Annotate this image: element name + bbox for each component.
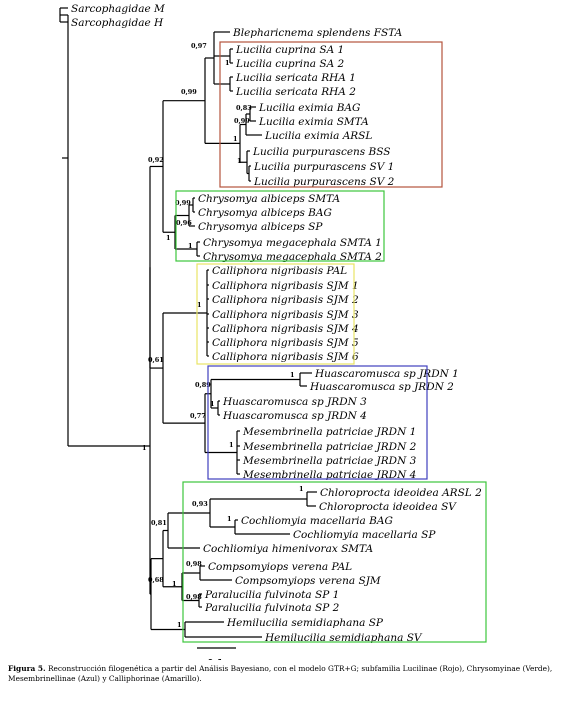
support-value-n_compso_paral: 1 — [172, 580, 177, 588]
leaf-label-cma2: Cochliomyia macellaria SP — [293, 529, 436, 541]
support-value-n_lucilia_all: 0,99 — [181, 88, 197, 96]
support-value-n_chloroprocta: 1 — [299, 485, 304, 493]
leaf-label-mp1: Mesembrinella patriciae JRDN 1 — [242, 426, 416, 438]
support-value-n_chrysomyinae_b: 0,68 — [148, 576, 164, 584]
support-value-n_megacephala: 1 — [188, 242, 193, 250]
leaf-label-lp1: Lucilia purpurascens BSS — [252, 146, 390, 158]
caption-text: Reconstrucción filogenética a partir del… — [8, 664, 553, 683]
support-value-n_huasc: 0,89 — [195, 381, 211, 389]
leaf-label-sm: Sarcophagidae M — [71, 3, 165, 15]
support-value-n_cuprina: 1 — [225, 59, 230, 67]
scale-bar-label: 0.1 — [207, 658, 224, 660]
leaf-label-cn1: Calliphora nigribasis SJM 1 — [212, 280, 359, 292]
support-value-n_chrysomyinae_a: 0,81 — [151, 519, 167, 527]
figure-caption: Figura 5. Reconstrucción filogenética a … — [8, 664, 574, 684]
leaf-label-pf2: Paralucilia fulvinota SP 2 — [204, 602, 340, 614]
support-value-n_eximia: 0,99 — [234, 117, 250, 125]
leaf-label-mp2: Mesembrinella patriciae JRDN 2 — [242, 441, 417, 453]
leaf-label-ca3: Chrysomya albiceps SP — [198, 221, 323, 233]
support-value-n_root: 1 — [142, 444, 147, 452]
support-value-n_mesembrinella: 1 — [229, 441, 234, 449]
support-value-n_cochliomyia: 1 — [227, 515, 232, 523]
support-value-n_eximia_purp: 1 — [233, 135, 238, 143]
leaf-label-hs2: Hemilucilia semidiaphana SV — [264, 632, 423, 644]
leaf-label-lp2: Lucilia purpurascens SV 1 — [253, 161, 394, 173]
leaf-label-hs1: Hemilucilia semidiaphana SP — [226, 617, 384, 629]
support-value-n_purp: 1 — [237, 157, 242, 165]
leaf-label-lc1: Lucilia cuprina SA 1 — [235, 44, 344, 56]
support-value-n_huasc_bottom: 1 — [210, 400, 215, 408]
support-value-n_eximia_top: 0,83 — [236, 104, 252, 112]
leaf-label-chv: Cochliomiya himenivorax SMTA — [203, 543, 373, 555]
leaf-label-cv2: Compsomyiops verena SJM — [235, 575, 381, 587]
leaf-label-bs: Blepharicnema splendens FSTA — [232, 27, 403, 39]
caption-label: Figura 5. — [8, 664, 46, 673]
leaf-label-mp4: Mesembrinella patriciae JRDN 4 — [242, 469, 416, 481]
leaf-label-cm1: Chrysomya megacephala SMTA 1 — [203, 237, 382, 249]
support-value-n_albiceps_in: 0,99 — [175, 199, 191, 207]
leaf-label-lc2: Lucilia cuprina SA 2 — [235, 58, 345, 70]
group-box-calliphorinae-2 — [196, 263, 355, 365]
support-value-n_hemilucilia: 1 — [177, 621, 182, 629]
support-value-n_paralucilia: 0,98 — [186, 593, 202, 601]
leaf-label-hu3: Huascaromusca sp JRDN 3 — [222, 396, 367, 408]
leaf-label-cn5: Calliphora nigribasis SJM 5 — [212, 337, 359, 349]
group-box-chrysomyinae-4 — [182, 481, 487, 643]
leaf-label-pf1: Paralucilia fulvinota SP 1 — [204, 589, 339, 601]
leaf-label-sh: Sarcophagidae H — [71, 17, 164, 29]
leaf-label-cn0: Calliphora nigribasis PAL — [212, 265, 347, 277]
leaf-label-cn6: Calliphora nigribasis SJM 6 — [212, 351, 359, 363]
support-value-n_calliphora: 1 — [197, 301, 202, 309]
leaf-label-lp3: Lucilia purpurascens SV 2 — [253, 176, 395, 188]
support-value-n_lucilia_top: 0,97 — [191, 42, 207, 50]
leaf-label-le1: Lucilia eximia BAG — [258, 102, 360, 114]
leaf-label-hu1: Huascaromusca sp JRDN 1 — [314, 368, 459, 380]
support-value-n_compsomyiops: 0,98 — [186, 560, 202, 568]
leaf-label-cn2: Calliphora nigribasis SJM 2 — [212, 294, 359, 306]
support-value-n_huasc_top: 1 — [290, 371, 295, 379]
support-value-n_mesembrinellinae: 0,77 — [190, 412, 206, 420]
leaf-label-cn3: Calliphora nigribasis SJM 3 — [212, 309, 359, 321]
support-value-n_albiceps: 0,96 — [176, 219, 192, 227]
leaf-label-ci1: Chloroprocta ideoidea ARSL 2 — [320, 487, 482, 499]
group-box-mesembrinellinae-3 — [207, 365, 428, 480]
leaf-label-cm2: Chrysomya megacephala SMTA 2 — [203, 251, 382, 263]
group-box-lucilinae-0 — [219, 41, 443, 188]
group-box-chrysomyinae-1 — [175, 190, 385, 262]
leaf-label-hu4: Huascaromusca sp JRDN 4 — [222, 410, 367, 422]
support-value-n_chloro_coch: 0,93 — [192, 500, 208, 508]
leaf-label-ci2: Chloroprocta ideoidea SV — [319, 501, 457, 513]
leaf-label-ca2: Chrysomya albiceps BAG — [198, 207, 332, 219]
leaf-label-le2: Lucilia eximia SMTA — [258, 116, 369, 128]
support-value-n_calli_mesemb: 0,61 — [148, 356, 164, 364]
leaf-label-cma1: Cochliomyia macellaria BAG — [241, 515, 393, 527]
support-value-n_lucilia_chrysomya: 0,92 — [148, 156, 164, 164]
leaf-label-ca1: Chrysomya albiceps SMTA — [198, 193, 341, 205]
leaf-label-hu2: Huascaromusca sp JRDN 2 — [309, 381, 454, 393]
support-value-n_chrysomya: 1 — [166, 234, 171, 242]
leaf-label-cn4: Calliphora nigribasis SJM 4 — [212, 323, 359, 335]
phylogenetic-tree: Sarcophagidae M Sarcophagidae H Blepharicn… — [59, 3, 487, 660]
leaf-label-ls1: Lucilia sericata RHA 1 — [235, 72, 356, 84]
leaf-label-le3: Lucilia eximia ARSL — [264, 130, 372, 142]
leaf-label-ls2: Lucilia sericata RHA 2 — [235, 86, 356, 98]
leaf-label-cv1: Compsomyiops verena PAL — [208, 561, 352, 573]
leaf-label-mp3: Mesembrinella patriciae JRDN 3 — [242, 455, 417, 467]
